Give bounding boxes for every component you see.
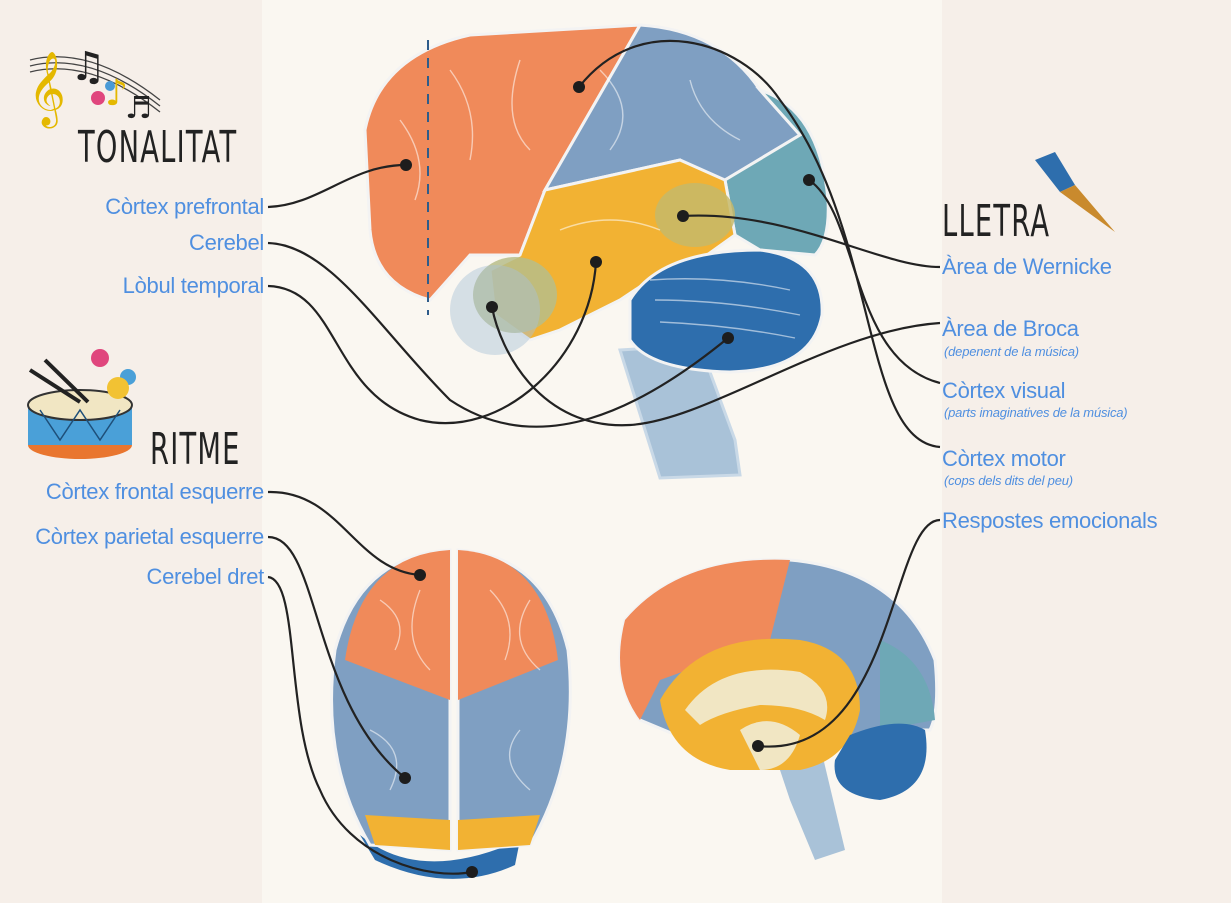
- ritme-heading: RITME: [150, 424, 241, 475]
- label-cortex-parietal-esquerre: Còrtex parietal esquerre: [35, 524, 264, 550]
- label-lobul-temporal: Lòbul temporal: [123, 273, 264, 299]
- label-cortex-prefrontal: Còrtex prefrontal: [105, 194, 264, 220]
- svg-text:𝄞: 𝄞: [28, 52, 66, 129]
- top-view-brain: [332, 550, 571, 879]
- label-cortex-frontal-esquerre: Còrtex frontal esquerre: [46, 479, 264, 505]
- tonalitat-heading: TONALITAT: [78, 122, 237, 173]
- note-area-broca: (depenent de la música): [944, 344, 1079, 359]
- music-notes-icon: 𝄞 ♫ ♪ ♬: [28, 44, 160, 129]
- svg-text:♬: ♬: [125, 91, 152, 126]
- lletra-heading: LLETRA: [942, 196, 1050, 247]
- occipital-top: [365, 815, 540, 850]
- drum-icon: [28, 349, 136, 459]
- label-cortex-motor: Còrtex motor: [942, 446, 1066, 472]
- label-cerebel: Cerebel: [189, 230, 264, 256]
- label-cortex-visual: Còrtex visual: [942, 378, 1065, 404]
- svg-text:♫: ♫: [70, 44, 106, 90]
- label-area-broca: Àrea de Broca: [942, 316, 1079, 342]
- lateral-brain: [365, 25, 828, 478]
- note-cortex-motor: (cops dels dits del peu): [944, 473, 1073, 488]
- label-respostes-emocionals: Respostes emocionals: [942, 508, 1157, 534]
- label-area-wernicke: Àrea de Wernicke: [942, 254, 1112, 280]
- note-cortex-visual: (parts imaginatives de la música): [944, 405, 1127, 420]
- sagittal-brain: [620, 560, 937, 860]
- label-cerebel-dret: Cerebel dret: [147, 564, 264, 590]
